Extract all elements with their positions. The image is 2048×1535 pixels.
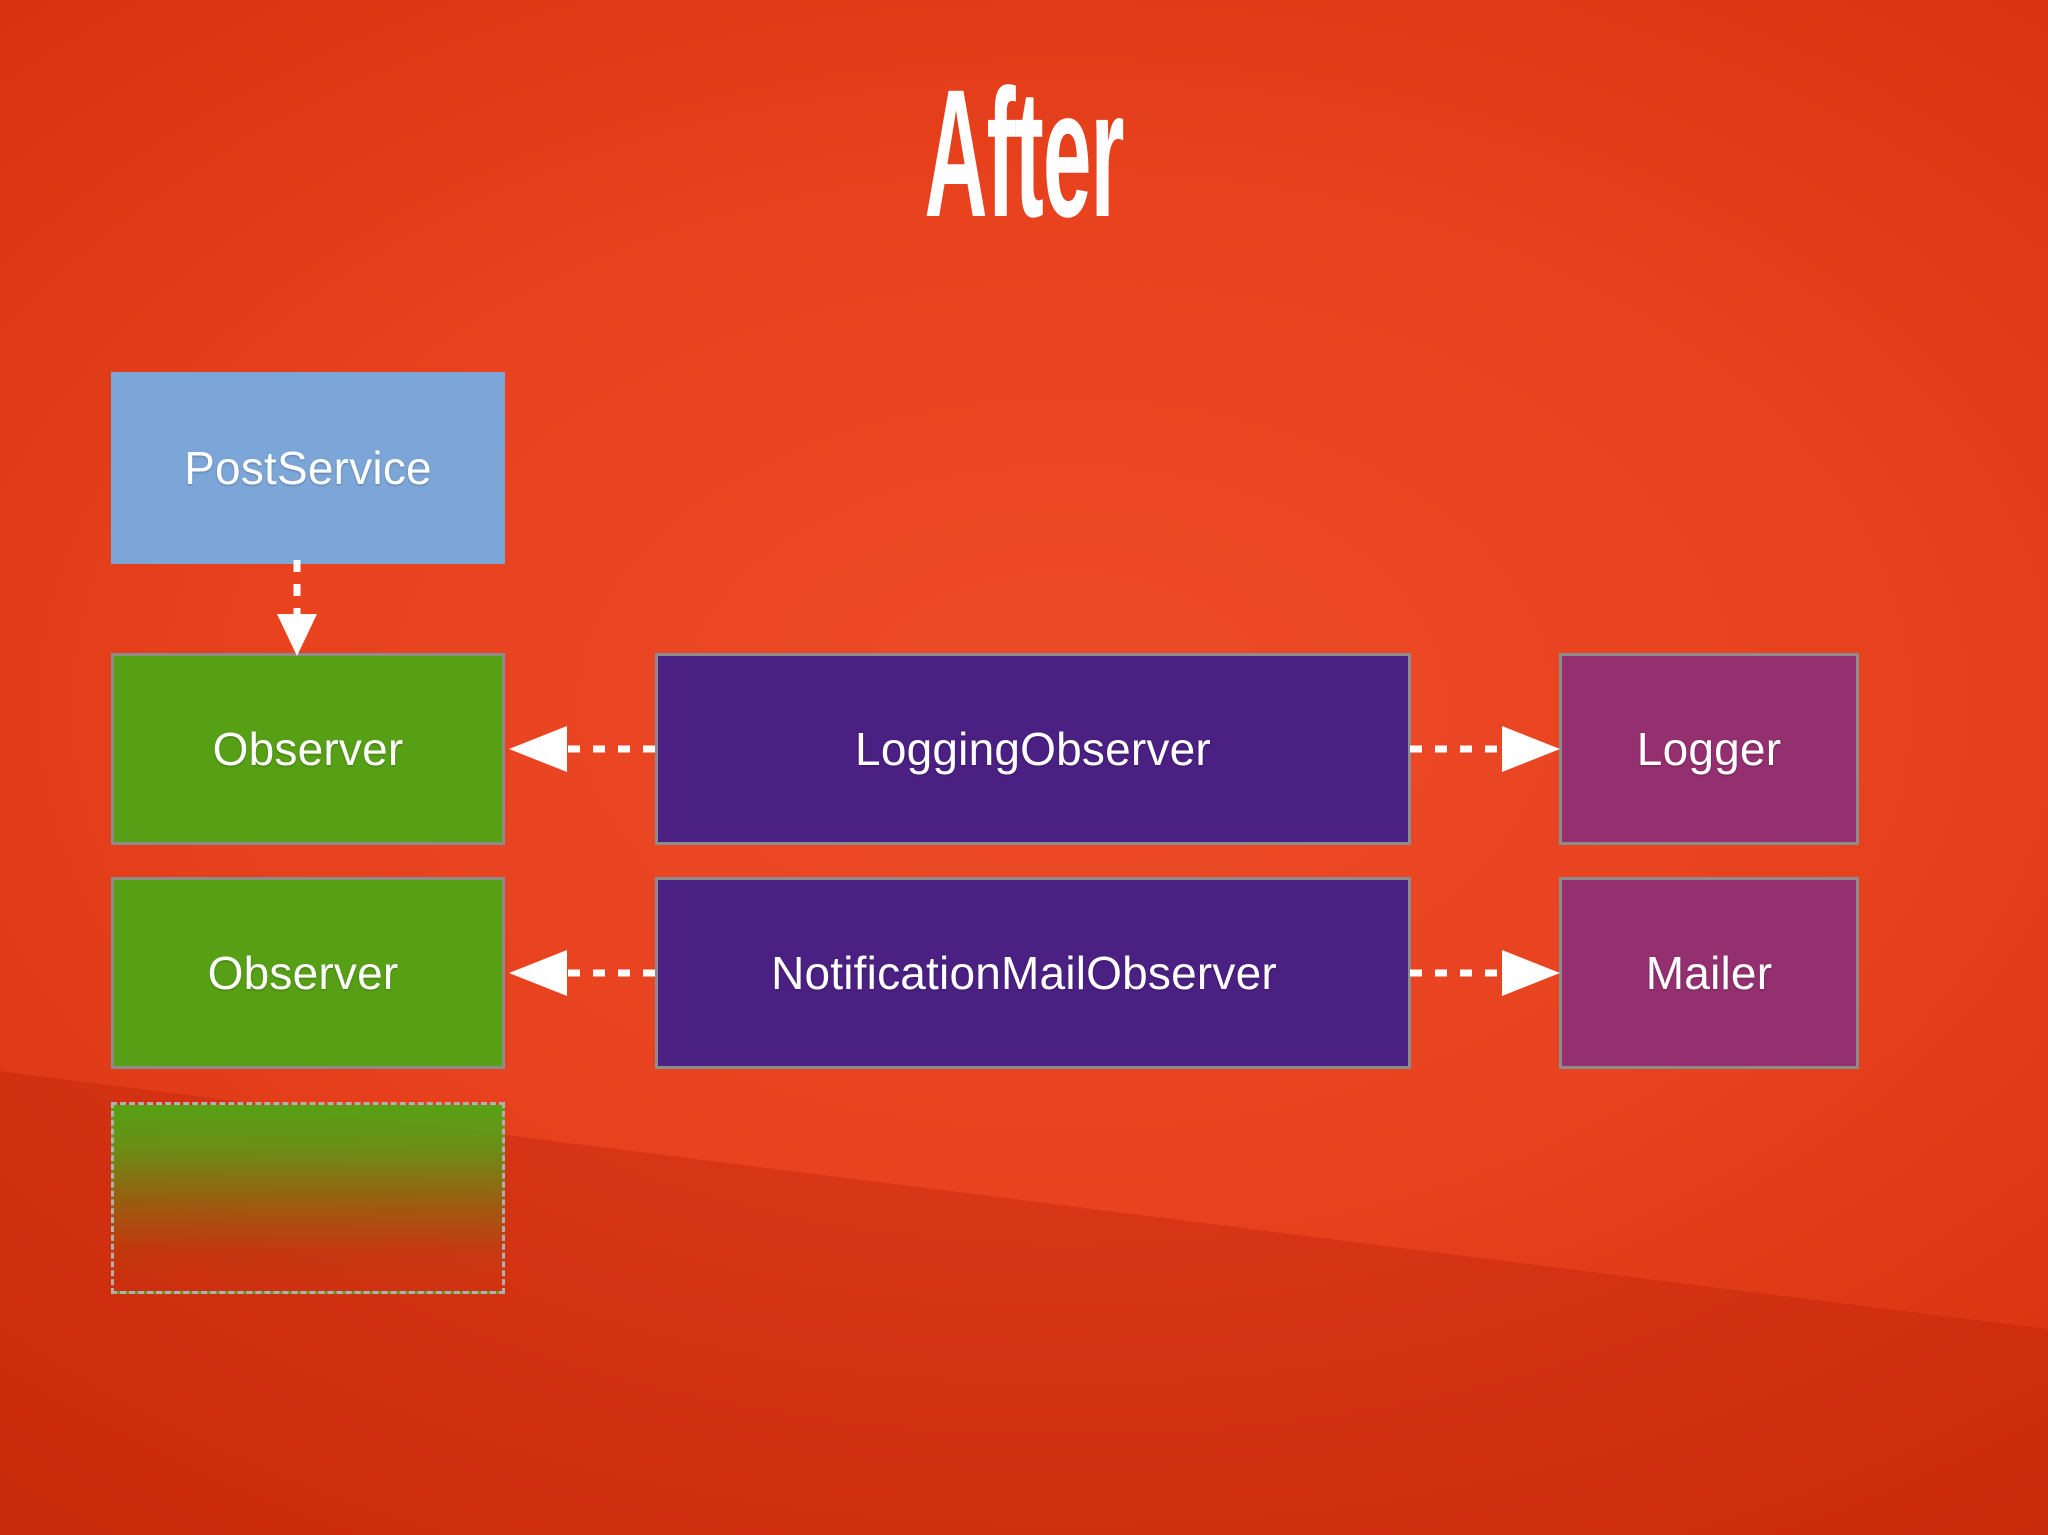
node-observer-3-placeholder[interactable] <box>111 1102 505 1294</box>
node-post-service[interactable]: PostService <box>111 372 505 564</box>
arrowhead-icon <box>1502 950 1560 996</box>
node-label: Observer <box>207 947 399 999</box>
connector-notification-mail-observer-to-mailer <box>1408 936 1563 1011</box>
node-label: NotificationMailObserver <box>771 947 1277 999</box>
node-logger[interactable]: Logger <box>1559 653 1859 845</box>
node-logging-observer[interactable]: LoggingObserver <box>655 653 1411 845</box>
node-mailer[interactable]: Mailer <box>1559 877 1859 1069</box>
page-title: After <box>924 51 1124 255</box>
connector-logging-observer-to-logger <box>1408 712 1563 787</box>
arrowhead-icon <box>509 950 567 996</box>
connector-post-service-to-observer-1 <box>270 560 380 660</box>
node-label: Mailer <box>1645 947 1773 999</box>
node-observer-1[interactable]: Observer <box>111 653 505 845</box>
node-notification-mail-observer[interactable]: NotificationMailObserver <box>655 877 1411 1069</box>
node-label: LoggingObserver <box>855 723 1211 775</box>
arrowhead-icon <box>1502 726 1560 772</box>
node-label: Observer <box>212 723 404 775</box>
node-label: Logger <box>1636 723 1782 775</box>
node-label: PostService <box>184 442 432 494</box>
node-observer-2[interactable]: Observer <box>111 877 505 1069</box>
connector-notification-mail-observer-to-observer-2 <box>505 936 660 1011</box>
arrowhead-icon <box>509 726 567 772</box>
connector-logging-observer-to-observer-1 <box>505 712 660 787</box>
arrowhead-icon <box>277 614 317 656</box>
